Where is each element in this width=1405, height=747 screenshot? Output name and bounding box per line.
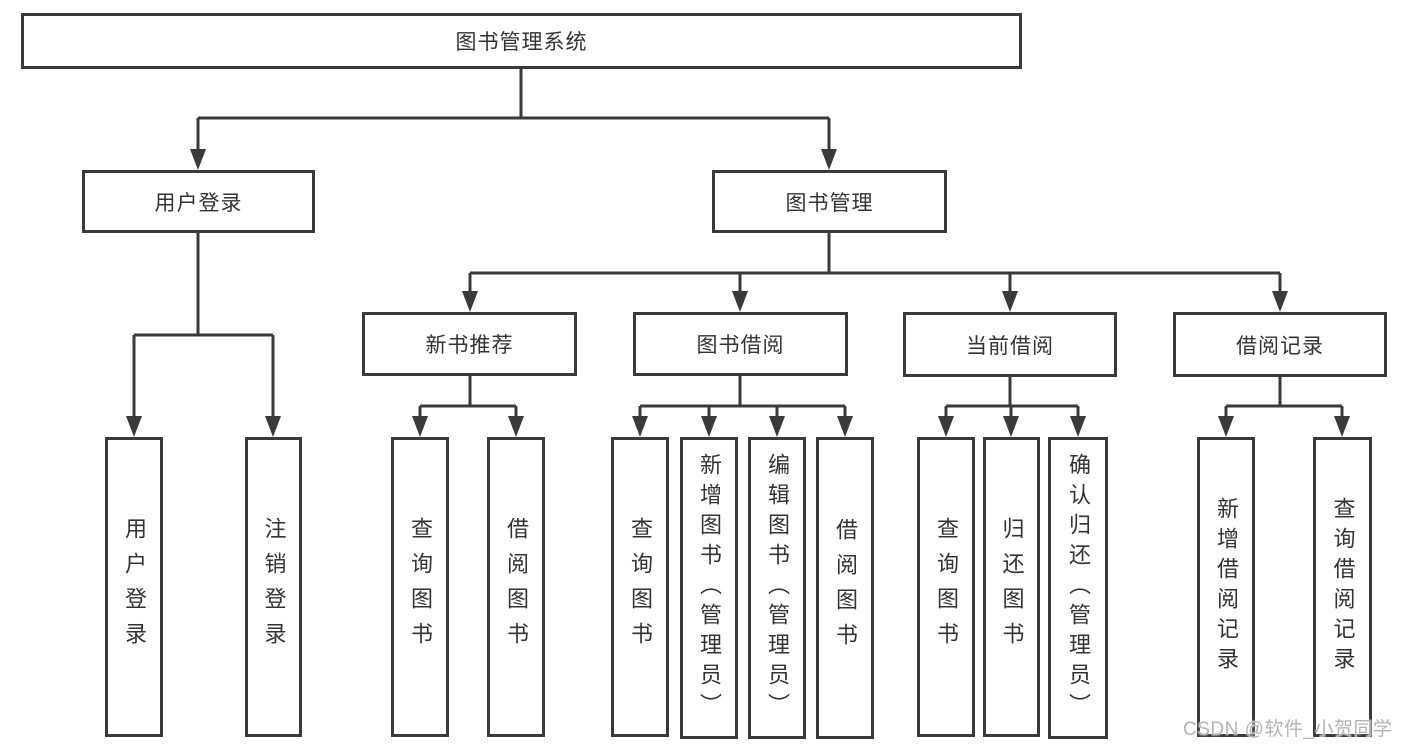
leaf-user-login: 用户登录 [105, 437, 163, 737]
leaf-query-borrow-record: 查询借阅记录 [1313, 437, 1372, 737]
node-book-borrowing: 图书借阅 [633, 312, 848, 376]
node-user-login: 用户登录 [82, 170, 315, 233]
node-root-library-management-system: 图书管理系统 [21, 13, 1022, 69]
node-book-management: 图书管理 [712, 170, 947, 233]
leaf-return-books: 归还图书 [983, 437, 1040, 737]
node-borrowing-records: 借阅记录 [1173, 312, 1387, 377]
leaf-query-books-1: 查询图书 [391, 437, 449, 737]
leaf-confirm-return-admin: 确认归还（管理员） [1048, 437, 1108, 739]
csdn-watermark: CSDN @软件_小贺同学 [1183, 719, 1393, 740]
node-new-book-recommend: 新书推荐 [362, 312, 577, 376]
leaf-logout: 注销登录 [245, 437, 302, 737]
leaf-add-borrow-record: 新增借阅记录 [1197, 437, 1255, 737]
leaf-query-books-2: 查询图书 [611, 437, 669, 737]
leaf-borrow-books-2: 借阅图书 [816, 437, 874, 739]
leaf-add-books-admin: 新增图书（管理员） [680, 437, 738, 739]
leaf-query-books-3: 查询图书 [917, 437, 975, 737]
node-current-borrowing: 当前借阅 [903, 312, 1117, 377]
leaf-edit-books-admin: 编辑图书（管理员） [748, 437, 806, 739]
leaf-borrow-books-1: 借阅图书 [487, 437, 545, 737]
